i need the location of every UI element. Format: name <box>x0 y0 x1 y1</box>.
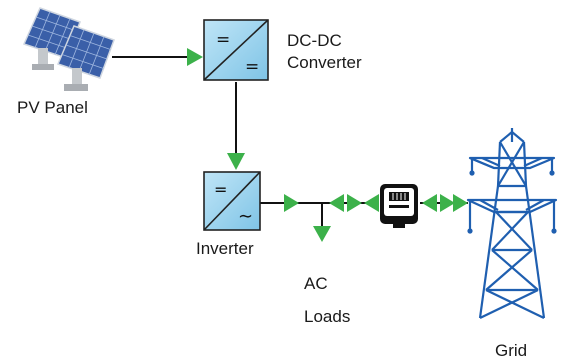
ac-loads-label-line2: Loads <box>304 307 350 326</box>
arrow-bidir-right-c <box>453 194 468 212</box>
arrow-inverter-out <box>284 194 299 212</box>
transmission-tower-icon <box>466 128 558 319</box>
converter-label-line1: DC-DC <box>287 31 342 50</box>
converter-label-line2: Converter <box>287 53 362 72</box>
arrow-bidir-left-c <box>422 194 437 212</box>
arrow-into-converter <box>187 48 203 66</box>
arrow-bidir-left-a <box>329 194 344 212</box>
flow-arrows <box>187 48 468 242</box>
electric-meter-icon <box>380 184 418 228</box>
arrow-to-loads <box>313 226 331 242</box>
inverter-top-symbol: = <box>214 180 227 199</box>
converter-top-symbol: = <box>216 30 230 50</box>
arrow-bidir-right-a <box>347 194 362 212</box>
solar-panel-icon <box>22 7 115 91</box>
arrow-bidir-left-b <box>364 194 379 212</box>
grid-label: Grid <box>495 341 527 360</box>
solar-panel-front <box>56 25 115 91</box>
converter-bottom-symbol: = <box>245 57 259 77</box>
arrow-into-inverter <box>227 153 245 170</box>
arrow-bidir-right-b <box>440 194 455 212</box>
inverter-bottom-symbol: ∼ <box>238 206 253 227</box>
dc-dc-converter-block: = = <box>203 19 269 81</box>
ac-loads-label-line1: AC <box>304 274 328 293</box>
pv-panel-label: PV Panel <box>17 98 88 117</box>
insulator-ends <box>467 170 557 234</box>
inverter-block: = ∼ <box>203 171 261 231</box>
inverter-label: Inverter <box>196 239 254 258</box>
